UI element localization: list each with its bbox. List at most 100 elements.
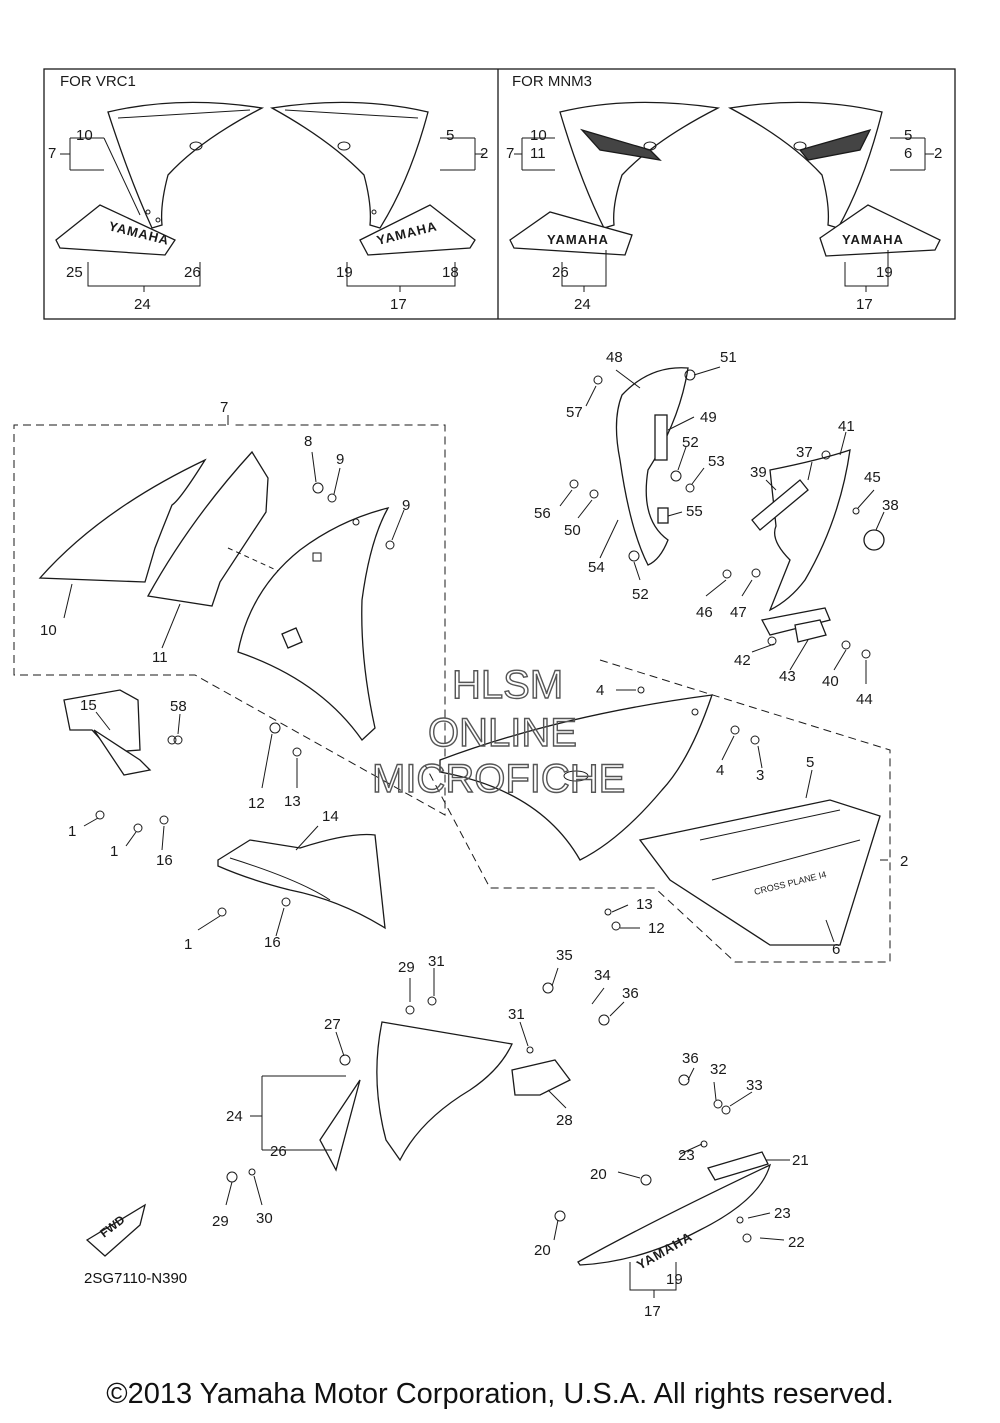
callout-23: 23 (678, 1147, 695, 1164)
callout-7: 7 (48, 145, 56, 162)
callout-6: 6 (904, 145, 912, 162)
callout-51: 51 (720, 349, 737, 366)
fwd-arrow-icon: FWD (85, 1203, 147, 1257)
inset-header-vrc1: FOR VRC1 (60, 73, 136, 90)
callout-23: 23 (774, 1205, 791, 1222)
callout-22: 22 (788, 1234, 805, 1251)
callout-38: 38 (882, 497, 899, 514)
callout-16: 16 (264, 934, 281, 951)
callout-27: 27 (324, 1016, 341, 1033)
callout-48: 48 (606, 349, 623, 366)
assembly-2-outline (424, 659, 891, 963)
watermark-line-2: ONLINE (428, 711, 577, 755)
callout-26: 26 (552, 264, 569, 281)
watermark-line-3: MICROFICHE (372, 757, 625, 801)
callout-58: 58 (170, 698, 187, 715)
inset-box: FOR VRC1 FOR MNM3 YAMAHA YAMAHA (43, 68, 956, 320)
callout-7: 7 (506, 145, 514, 162)
callout-24: 24 (134, 296, 151, 313)
assembly-7-outline (13, 424, 446, 816)
decal-5-6: CROSS PLANE I4 (638, 799, 881, 946)
callout-20: 20 (534, 1242, 551, 1259)
callout-10: 10 (76, 127, 93, 144)
callout-25: 25 (66, 264, 83, 281)
callout-1: 1 (68, 823, 76, 840)
callout-12: 12 (248, 795, 265, 812)
callout-34: 34 (594, 967, 611, 984)
callout-17: 17 (390, 296, 407, 313)
callout-19: 19 (666, 1271, 683, 1288)
callout-45: 45 (864, 469, 881, 486)
callout-17: 17 (644, 1303, 661, 1320)
callout-5: 5 (904, 127, 912, 144)
callout-21: 21 (792, 1152, 809, 1169)
callout-10: 10 (530, 127, 547, 144)
callout-26: 26 (270, 1143, 287, 1160)
callout-39: 39 (750, 464, 767, 481)
callout-12: 12 (648, 920, 665, 937)
callout-2: 2 (480, 145, 488, 162)
callout-7: 7 (220, 399, 228, 416)
copyright-footer: ©2013 Yamaha Motor Corporation, U.S.A. A… (106, 1378, 894, 1410)
inset-header-mnm3: FOR MNM3 (512, 73, 592, 90)
callout-19: 19 (336, 264, 353, 281)
callout-6: 6 (832, 941, 840, 958)
callout-4: 4 (596, 682, 604, 699)
callout-56: 56 (534, 505, 551, 522)
callout-57: 57 (566, 404, 583, 421)
callout-31: 31 (428, 953, 445, 970)
callout-8: 8 (304, 433, 312, 450)
callout-1: 1 (184, 936, 192, 953)
callout-4: 4 (716, 762, 724, 779)
callout-24: 24 (226, 1108, 243, 1125)
callout-52: 52 (632, 586, 649, 603)
callout-9: 9 (402, 497, 410, 514)
callout-53: 53 (708, 453, 725, 470)
callout-46: 46 (696, 604, 713, 621)
panel-17: YAMAHA (577, 1151, 772, 1273)
callout-32: 32 (710, 1061, 727, 1078)
callout-31: 31 (508, 1006, 525, 1023)
callout-1: 1 (110, 843, 118, 860)
bracket-15 (63, 689, 183, 776)
callout-11: 11 (530, 145, 546, 162)
callout-24: 24 (574, 296, 591, 313)
duct-37 (751, 449, 885, 643)
callout-47: 47 (730, 604, 747, 621)
callout-42: 42 (734, 652, 751, 669)
callout-44: 44 (856, 691, 873, 708)
decal-11 (146, 450, 269, 607)
callout-16: 16 (156, 852, 173, 869)
callout-5: 5 (806, 754, 814, 771)
callout-55: 55 (686, 503, 703, 520)
lower-cowl-24 (319, 1021, 571, 1172)
callout-49: 49 (700, 409, 717, 426)
callout-18: 18 (442, 264, 459, 281)
callout-41: 41 (838, 418, 855, 435)
watermark-line-1: HLSM (452, 663, 563, 707)
callout-33: 33 (746, 1077, 763, 1094)
callout-2: 2 (934, 145, 942, 162)
mnm3-right-brand: YAMAHA (842, 232, 904, 247)
diagram-code: 2SG7110-N390 (84, 1270, 188, 1287)
side-cowling-inner (237, 507, 390, 741)
callout-43: 43 (779, 668, 796, 685)
mnm3-right-cowl: YAMAHA (727, 101, 941, 257)
callout-19: 19 (876, 264, 893, 281)
mnm3-left-brand: YAMAHA (547, 232, 609, 247)
callout-5: 5 (446, 127, 454, 144)
callout-30: 30 (256, 1210, 273, 1227)
callout-2: 2 (900, 853, 908, 870)
callout-36: 36 (622, 985, 639, 1002)
callout-10: 10 (40, 622, 57, 639)
callout-29: 29 (212, 1213, 229, 1230)
callout-35: 35 (556, 947, 573, 964)
side-cowling-outer (439, 694, 713, 861)
callout-28: 28 (556, 1112, 573, 1129)
mnm3-left-cowl: YAMAHA (509, 101, 721, 256)
callout-9: 9 (336, 451, 344, 468)
decal-10 (38, 458, 207, 583)
callout-54: 54 (588, 559, 605, 576)
